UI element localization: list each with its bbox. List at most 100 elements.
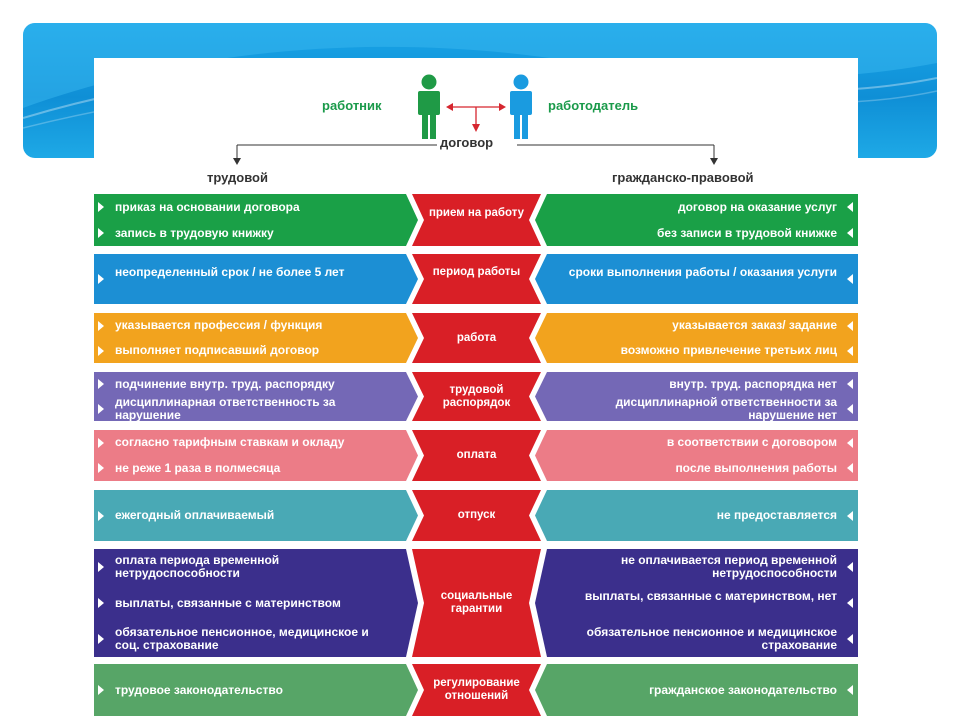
- right-item: после выполнения работы: [675, 460, 837, 475]
- right-bullet-icon: [847, 437, 853, 448]
- right-item: договор на оказание услуг: [677, 199, 837, 214]
- right-bullet-icon: [847, 274, 853, 284]
- left-bullet-icon: [98, 510, 104, 521]
- right-band-1: [535, 254, 858, 304]
- left-band-1: [94, 254, 418, 304]
- right-bullet-icon: [847, 634, 853, 644]
- left-band-5: [94, 490, 418, 541]
- left-bullet-icon: [98, 228, 104, 238]
- left-item: выполняет подписавший договор: [115, 343, 320, 357]
- left-item: не реже 1 раза в полмесяца: [115, 460, 281, 475]
- right-bullet-icon: [847, 345, 853, 356]
- left-bullet-icon: [98, 274, 104, 284]
- center-cell-3: [412, 372, 541, 421]
- right-item: в соответствии с договором: [666, 435, 837, 450]
- right-item: сроки выполнения работы / оказания услуг…: [568, 265, 837, 279]
- center-cell-0: [412, 194, 541, 246]
- left-bullet-icon: [98, 403, 104, 414]
- right-item: возможно привлечение третьих лиц: [620, 343, 837, 357]
- right-band-5: [535, 490, 858, 541]
- left-item: дисциплинарная ответственность за наруше…: [115, 394, 336, 422]
- left-bullet-icon: [98, 598, 104, 608]
- center-label-3: трудовой распорядок: [442, 383, 511, 409]
- left-band-0: [94, 194, 418, 246]
- employer-label: работодатель: [548, 98, 639, 113]
- right-band-2: [535, 313, 858, 363]
- left-band-3: [94, 372, 418, 421]
- right-item: дисциплинарной ответственности за наруше…: [615, 394, 837, 422]
- civil-contract-label: гражданско-правовой: [612, 170, 754, 185]
- left-band-7: [94, 664, 418, 716]
- right-item: внутр. труд. распорядка нет: [669, 376, 837, 391]
- center-cell-6: [412, 549, 541, 657]
- left-item: обязательное пенсионное, медицинское и с…: [115, 625, 369, 652]
- left-item: ежегодный оплачиваемый: [115, 508, 275, 522]
- right-item: обязательное пенсионное и медицинское ст…: [586, 625, 837, 652]
- left-bullet-icon: [98, 345, 104, 356]
- right-bullet-icon: [847, 562, 853, 572]
- center-cell-2: [412, 313, 541, 363]
- center-label-5: отпуск: [457, 509, 496, 521]
- left-band-2: [94, 313, 418, 363]
- left-bullet-icon: [98, 202, 104, 212]
- center-cell-1: [412, 254, 541, 304]
- right-band-4: [535, 430, 858, 481]
- right-item: выплаты, связанные с материнством, нет: [584, 589, 837, 603]
- left-bullet-icon: [98, 463, 104, 474]
- left-item: выплаты, связанные с материнством: [115, 595, 341, 610]
- center-label-4: оплата: [456, 449, 497, 461]
- contract-label: договор: [440, 135, 494, 150]
- left-item: согласно тарифным ставкам и окладу: [115, 435, 345, 450]
- right-bullet-icon: [847, 510, 853, 521]
- mutual-arrow-icon: [446, 103, 506, 132]
- center-label-6: социальные гарантии: [440, 590, 513, 615]
- center-cell-4: [412, 430, 541, 481]
- right-item: не оплачивается период временной нетрудо…: [620, 553, 837, 580]
- right-item: указывается заказ/ задание: [672, 318, 837, 332]
- center-label-1: период работы: [432, 266, 521, 278]
- right-band-6: [535, 549, 858, 657]
- right-item: не предоставляется: [716, 508, 837, 522]
- left-bullet-icon: [98, 437, 104, 448]
- left-band-6: [94, 549, 418, 657]
- right-item: гражданское законодательство: [649, 682, 837, 697]
- left-item: подчинение внутр. труд. распорядку: [115, 376, 335, 391]
- worker-label: работник: [322, 98, 382, 113]
- right-bullet-icon: [847, 685, 853, 695]
- left-item: оплата периода временной нетрудоспособно…: [115, 553, 280, 580]
- left-item: приказ на основании договора: [115, 199, 300, 214]
- right-bullet-icon: [847, 463, 853, 474]
- worker-icon: [418, 74, 440, 139]
- right-bullet-icon: [847, 320, 853, 331]
- left-bullet-icon: [98, 320, 104, 331]
- left-item: трудовое законодательство: [115, 682, 283, 697]
- center-label-7: регулирование отношений: [433, 677, 520, 702]
- left-bullet-icon: [98, 634, 104, 644]
- right-bullet-icon: [847, 598, 853, 608]
- right-bullet-icon: [847, 202, 853, 212]
- right-bullet-icon: [847, 379, 853, 390]
- right-bullet-icon: [847, 403, 853, 414]
- right-band-7: [535, 664, 858, 716]
- left-item: указывается профессия / функция: [115, 318, 323, 332]
- center-label-2: работа: [456, 331, 497, 344]
- left-bullet-icon: [98, 379, 104, 390]
- center-cell-5: [412, 490, 541, 541]
- left-item: неопределенный срок / не более 5 лет: [115, 265, 345, 279]
- right-band-0: [535, 194, 858, 246]
- left-bullet-icon: [98, 562, 104, 572]
- right-bullet-icon: [847, 228, 853, 238]
- right-item: без записи в трудовой книжке: [656, 225, 837, 240]
- employer-icon: [510, 74, 532, 139]
- center-label-0: прием на работу: [428, 207, 525, 219]
- center-cell-7: [412, 664, 541, 716]
- right-band-3: [535, 372, 858, 421]
- left-item: запись в трудовую книжку: [115, 225, 274, 240]
- branch-lines: [233, 144, 718, 165]
- left-bullet-icon: [98, 685, 104, 695]
- labor-contract-label: трудовой: [207, 170, 268, 185]
- left-band-4: [94, 430, 418, 481]
